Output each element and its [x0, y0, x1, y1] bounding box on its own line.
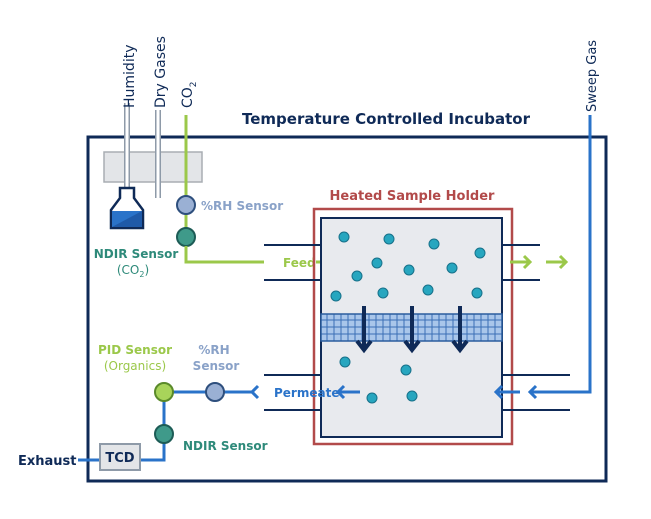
- humidity-label: Humidity: [122, 45, 138, 108]
- retentate-outlet-port: [502, 244, 540, 281]
- feed-inlet-port: [264, 244, 321, 281]
- ndir-sensor-bottom: [154, 424, 174, 444]
- permeate-arrows: [335, 384, 360, 400]
- ndir-top-label: NDIR Sensor: [94, 247, 179, 261]
- permeate-outlet-port: [264, 374, 321, 411]
- dry-gases-label: Dry Gases: [153, 36, 169, 108]
- feed-line: [184, 246, 264, 264]
- sweep-inlet-port: [502, 374, 570, 411]
- rh-bottom-label-2: Sensor: [193, 359, 240, 373]
- permeation-arrows: [355, 306, 469, 354]
- ndir-sensor-top: [176, 227, 196, 247]
- rh-sensor-top: [176, 195, 196, 215]
- sweep-arrows: [493, 384, 538, 400]
- gas-molecules: [330, 231, 486, 404]
- incubator-box: [86, 135, 608, 483]
- rh-sensor-bottom: [205, 382, 225, 402]
- pid-sensor: [154, 382, 174, 402]
- pid-sensor-label: PID Sensor: [98, 343, 172, 357]
- ndir-top-label-2: (CO2): [117, 263, 149, 279]
- tcd-box: [99, 443, 141, 471]
- rh-bottom-label: %RH: [198, 343, 229, 357]
- permeate-label: Permeate: [274, 386, 339, 400]
- feed-label: Feed: [283, 256, 316, 270]
- co2-label: CO2: [180, 81, 199, 108]
- pid-sensor-label-2: (Organics): [104, 359, 166, 373]
- heated-sample-holder: [312, 207, 514, 446]
- sweep-gas-line: [530, 115, 592, 394]
- incubator-title: Temperature Controlled Incubator: [242, 110, 531, 128]
- humidifier-flask: [109, 186, 145, 230]
- holder-label: Heated Sample Holder: [330, 189, 496, 204]
- rh-sensor-top-label: %RH Sensor: [201, 199, 283, 213]
- sweep-gas-label: Sweep Gas: [585, 40, 600, 112]
- tcd-label: TCD: [105, 451, 134, 466]
- retentate-arrows: [510, 254, 569, 270]
- exhaust-label: Exhaust: [18, 454, 77, 469]
- ndir-bottom-label: NDIR Sensor: [183, 439, 268, 453]
